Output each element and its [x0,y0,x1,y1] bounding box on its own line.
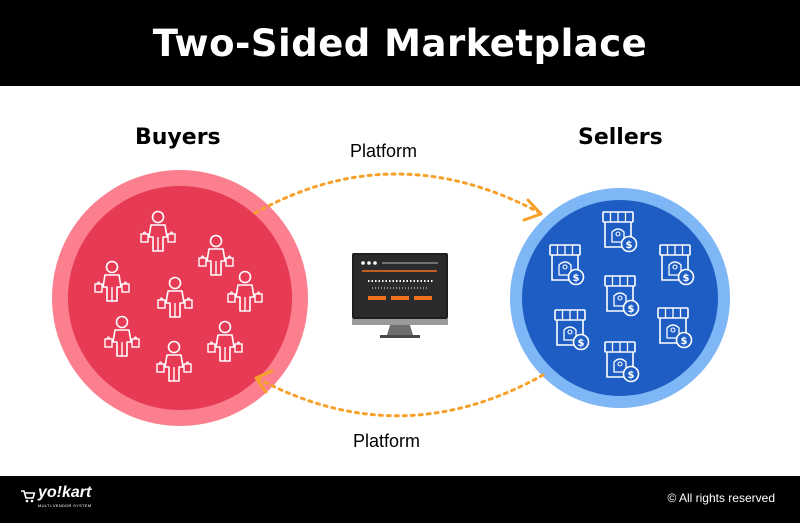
buyers-label: Buyers [135,125,221,150]
logo-tagline: MULTI-VENDOR SYSTEM [38,503,92,508]
footer-bar: yo!kart MULTI-VENDOR SYSTEM © All rights… [0,476,800,523]
header-bar: Two-Sided Marketplace [0,0,800,86]
logo-text: yo!kart [38,484,92,501]
arrow-sellers-to-buyers [254,369,545,418]
yokart-logo: yo!kart MULTI-VENDOR SYSTEM [20,484,110,514]
monitor-icon [352,253,448,338]
page-title: Two-Sided Marketplace [152,21,648,65]
buyers-circle [52,170,308,426]
copyright-text: © All rights reserved [667,491,775,505]
sellers-circle [510,188,730,408]
platform-label-top: Platform [350,141,418,161]
arrow-buyers-to-sellers [253,172,543,222]
cart-icon [21,490,36,503]
sellers-label: Sellers [578,125,663,150]
platform-label-bottom: Platform [353,431,421,451]
